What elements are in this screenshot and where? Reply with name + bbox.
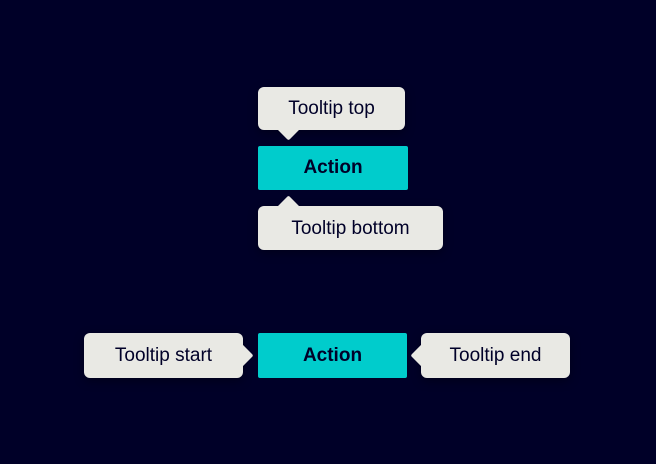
tooltip-start-label: Tooltip start (114, 345, 213, 366)
tooltip-arrow-down-icon (276, 116, 301, 141)
tooltip-start: Tooltip start (84, 333, 254, 378)
tooltip-bottom: Tooltip bottom (258, 195, 443, 250)
action-button-top[interactable]: Action (258, 146, 408, 190)
tooltip-bottom-label: Tooltip bottom (291, 217, 410, 239)
action-button-top-label: Action (303, 157, 363, 178)
tooltip-arrow-up-icon (276, 195, 301, 220)
tooltip-top-label: Tooltip top (288, 98, 375, 119)
tooltip-arrow-left-icon (410, 343, 435, 368)
action-button-bottom-label: Action (302, 344, 363, 366)
tooltip-end-label: Tooltip end (449, 345, 542, 366)
tooltip-end: Tooltip end (410, 333, 570, 378)
tooltip-top: Tooltip top (258, 87, 405, 141)
action-button-bottom[interactable]: Action (258, 333, 407, 378)
tooltip-arrow-right-icon (229, 343, 254, 368)
